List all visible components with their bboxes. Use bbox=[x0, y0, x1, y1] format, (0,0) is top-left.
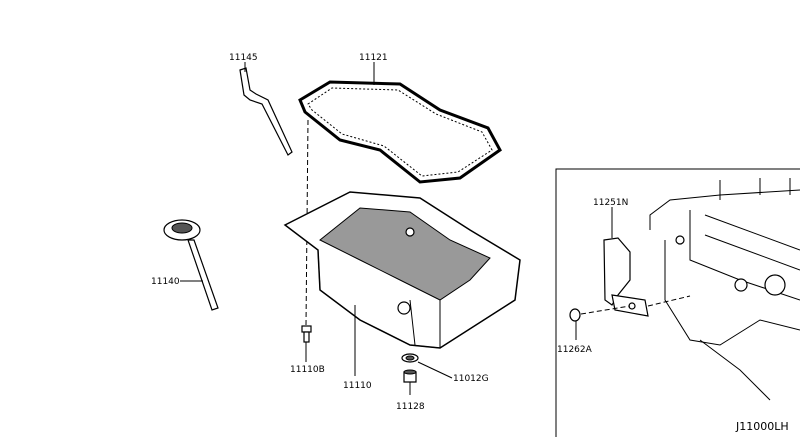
dipstick-guide-part[interactable] bbox=[239, 62, 293, 156]
part-label-11121: 11121 bbox=[359, 53, 388, 63]
drain-washer-part[interactable] bbox=[401, 353, 453, 379]
dipstick-part[interactable] bbox=[163, 219, 219, 311]
oil-pan-gasket-part[interactable] bbox=[298, 62, 502, 184]
part-label-11145: 11145 bbox=[229, 53, 258, 63]
oil-pan-bolt-part[interactable] bbox=[301, 325, 312, 362]
bracket-part[interactable] bbox=[603, 207, 691, 317]
drain-plug-part[interactable] bbox=[403, 369, 417, 395]
part-label-11110B: 11110B bbox=[290, 365, 325, 375]
part-label-11110: 11110 bbox=[343, 381, 372, 391]
intake-manifold-illustration bbox=[649, 178, 800, 401]
bracket-bolt-part[interactable] bbox=[569, 305, 631, 340]
oil-pan-part[interactable] bbox=[283, 191, 521, 376]
diagram-code: J11000LH bbox=[735, 420, 789, 433]
inset-detail-frame bbox=[555, 168, 800, 437]
part-label-11012G: 11012G bbox=[453, 374, 489, 384]
part-label-11140: 11140 bbox=[151, 277, 180, 287]
part-label-11262A: 11262A bbox=[557, 345, 593, 355]
part-label-11128: 11128 bbox=[396, 402, 425, 412]
part-label-11251N: 11251N bbox=[593, 198, 628, 208]
